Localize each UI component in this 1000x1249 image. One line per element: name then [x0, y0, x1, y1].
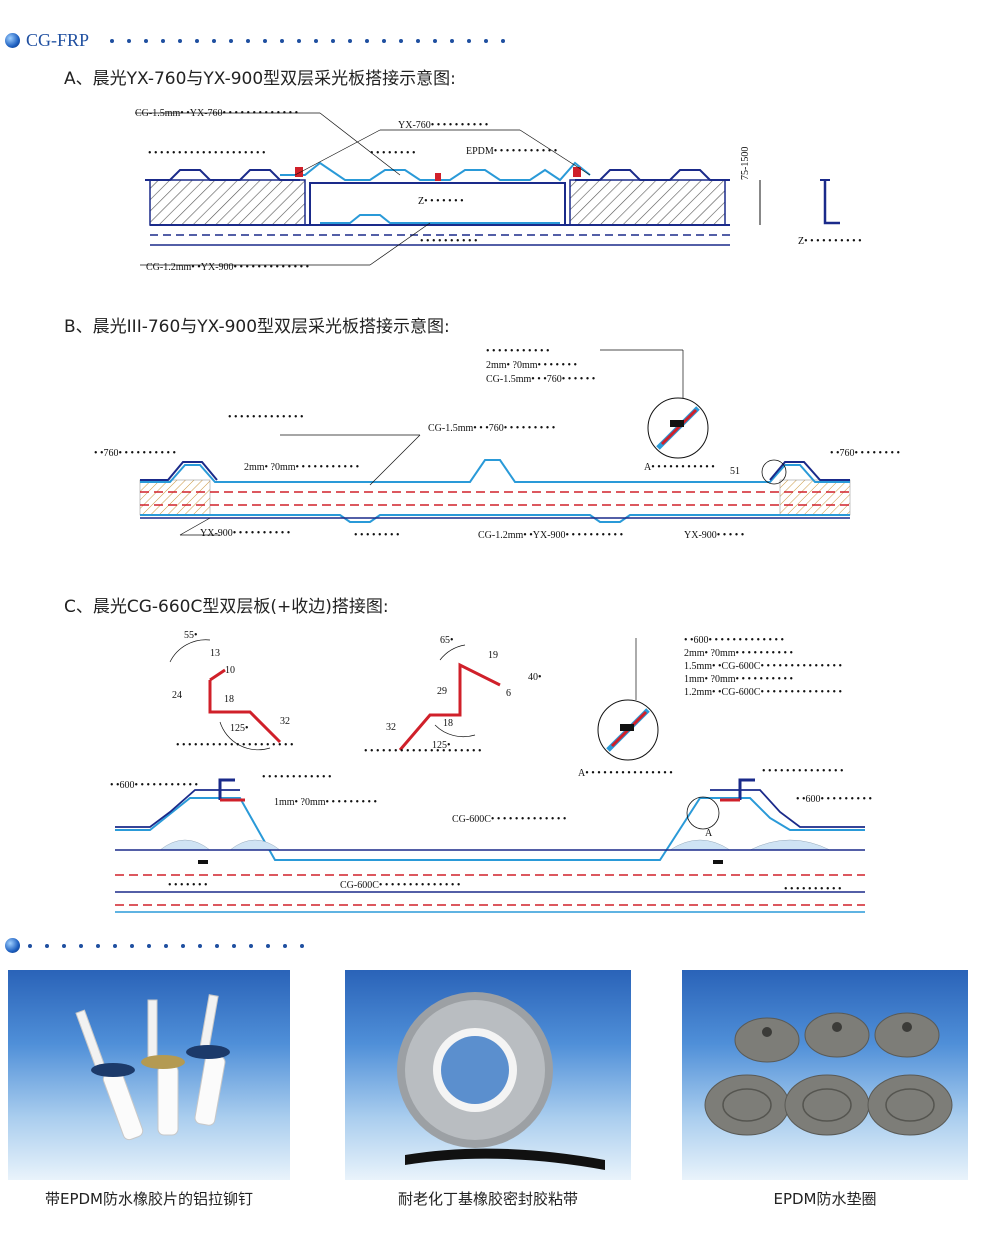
c-dim-18-left: 18 [224, 694, 234, 705]
b-label-gasket: 2mm• ?0mm• • • • • • • • • • • [244, 462, 360, 473]
washers-photo [682, 970, 968, 1180]
header-dot-leader [110, 39, 505, 43]
a-label-z: Z• • • • • • • • • • [798, 236, 862, 247]
b-label-bottom-right: YX-900• • • • • [684, 530, 745, 541]
b-label-right-760: • •760• • • • • • • • [830, 448, 901, 459]
c-dim-125-mid: 125• [432, 740, 451, 751]
c-callout-5: 1.2mm• •CG-600C• • • • • • • • • • • • •… [684, 687, 842, 698]
section-a-title: A、晨光YX-760与YX-900型双层采光板搭接示意图: [64, 69, 456, 89]
c-label-dots-left: • • • • • • • • • • • • • • • • • • • • [176, 740, 294, 751]
tape-roll-illustration [397, 992, 605, 1170]
c-label-a-marker: A• • • • • • • • • • • • • • • [578, 768, 673, 779]
c-dim-19: 19 [488, 650, 498, 661]
section-b-title: B、晨光III-760与YX-900型双层采光板搭接示意图: [64, 317, 450, 337]
diagram-b [139, 349, 851, 536]
c-label-mid-top: CG-600C• • • • • • • • • • • • • [452, 814, 567, 825]
c-label-right-600: • •600• • • • • • • • • [796, 794, 873, 805]
caption-rivets: 带EPDM防水橡胶片的铝拉铆钉 [44, 1190, 254, 1208]
bullet-ball-icon [5, 33, 20, 48]
b-callout-1: • • • • • • • • • • • [486, 346, 550, 357]
brand-title: CG-FRP [26, 30, 90, 50]
section-c-title: C、晨光CG-660C型双层板(+收边)搭接图: [64, 597, 389, 617]
a-label-top-left: CG-1.5mm• •YX-760• • • • • • • • • • • •… [135, 108, 299, 119]
rivet-illustration [75, 994, 230, 1141]
c-dim-6: 6 [506, 688, 511, 699]
a-label-row2-left: • • • • • • • • • • • • • • • • • • • • [148, 148, 266, 159]
c-dim-32-left: 32 [280, 716, 290, 727]
c-callout-1: • •600• • • • • • • • • • • • • [684, 635, 785, 646]
a-label-z-inner: Z• • • • • • • [418, 196, 464, 207]
c-dim-40: 40• [528, 672, 542, 683]
b-label-top-dots: • • • • • • • • • • • • • [228, 412, 304, 423]
a-label-bottom: CG-1.2mm• •YX-900• • • • • • • • • • • •… [146, 262, 310, 273]
a-label-top-mid: YX-760• • • • • • • • • • [398, 120, 489, 131]
c-dim-65: 65• [440, 635, 454, 646]
c-dim-13: 13 [210, 648, 220, 659]
caption-tape: 耐老化丁基橡胶密封胶粘带 [397, 1190, 578, 1208]
c-callout-4: 1mm• ?0mm• • • • • • • • • • [684, 674, 794, 685]
b-label-bottom-yx900: YX-900• • • • • • • • • • [200, 528, 291, 539]
a-label-row2-right: • • • • • • • • [370, 148, 416, 159]
b-label-mid-top: CG-1.5mm• • •760• • • • • • • • • [428, 423, 556, 434]
b-label-left-760: • •760• • • • • • • • • • [94, 448, 177, 459]
a-label-epdm: EPDM• • • • • • • • • • • [466, 146, 558, 157]
b-callout-3: CG-1.5mm• • •760• • • • • • [486, 374, 596, 385]
a-label-dots-under: • • • • • • • • • • [420, 236, 478, 247]
c-dim-29: 29 [437, 686, 447, 697]
c-dim-125-left: 125• [230, 723, 249, 734]
rivets-photo [8, 970, 290, 1180]
c-label-top-dots: • • • • • • • • • • • • [262, 772, 332, 783]
a-label-height: 75-1500 [740, 146, 751, 180]
c-label-bottom-right: • • • • • • • • • • [784, 884, 842, 895]
c-label-a-small: A [705, 828, 713, 839]
diagram-c [115, 638, 865, 913]
b-label-bottom-mid: CG-1.2mm• •YX-900• • • • • • • • • • [478, 530, 624, 541]
b-label-a-marker: A• • • • • • • • • • • [644, 462, 715, 473]
b-callout-2: 2mm• ?0mm• • • • • • • [486, 360, 578, 371]
c-label-right-top-dots: • • • • • • • • • • • • • • [762, 766, 844, 777]
c-dim-18-mid: 18 [443, 718, 453, 729]
c-dim-55: 55• [184, 630, 198, 641]
c-callout-2: 2mm• ?0mm• • • • • • • • • • [684, 648, 794, 659]
b-label-dim-51: 51 [730, 466, 740, 477]
c-label-dots-mid: • • • • • • • • • • • • • • • • • • • • [364, 746, 482, 757]
c-label-mm1: 1mm• ?0mm• • • • • • • • • [274, 797, 378, 808]
c-dim-32-mid: 32 [386, 722, 396, 733]
c-label-bottom-mid: CG-600C• • • • • • • • • • • • • • [340, 880, 461, 891]
c-dim-10: 10 [225, 665, 235, 676]
c-callout-3: 1.5mm• •CG-600C• • • • • • • • • • • • •… [684, 661, 842, 672]
b-label-bottom-dots: • • • • • • • • [354, 530, 400, 541]
bullet-ball-icon-2 [5, 938, 20, 953]
c-dim-24: 24 [172, 690, 182, 701]
c-label-bottom-left: • • • • • • • [168, 880, 208, 891]
diagram-a [135, 112, 840, 266]
caption-washers: EPDM防水垫圈 [773, 1190, 877, 1208]
products-dot-leader [28, 944, 304, 948]
washers-illustration [704, 1012, 953, 1136]
c-label-left-600: • •600• • • • • • • • • • • [110, 780, 199, 791]
tape-photo [345, 970, 631, 1180]
